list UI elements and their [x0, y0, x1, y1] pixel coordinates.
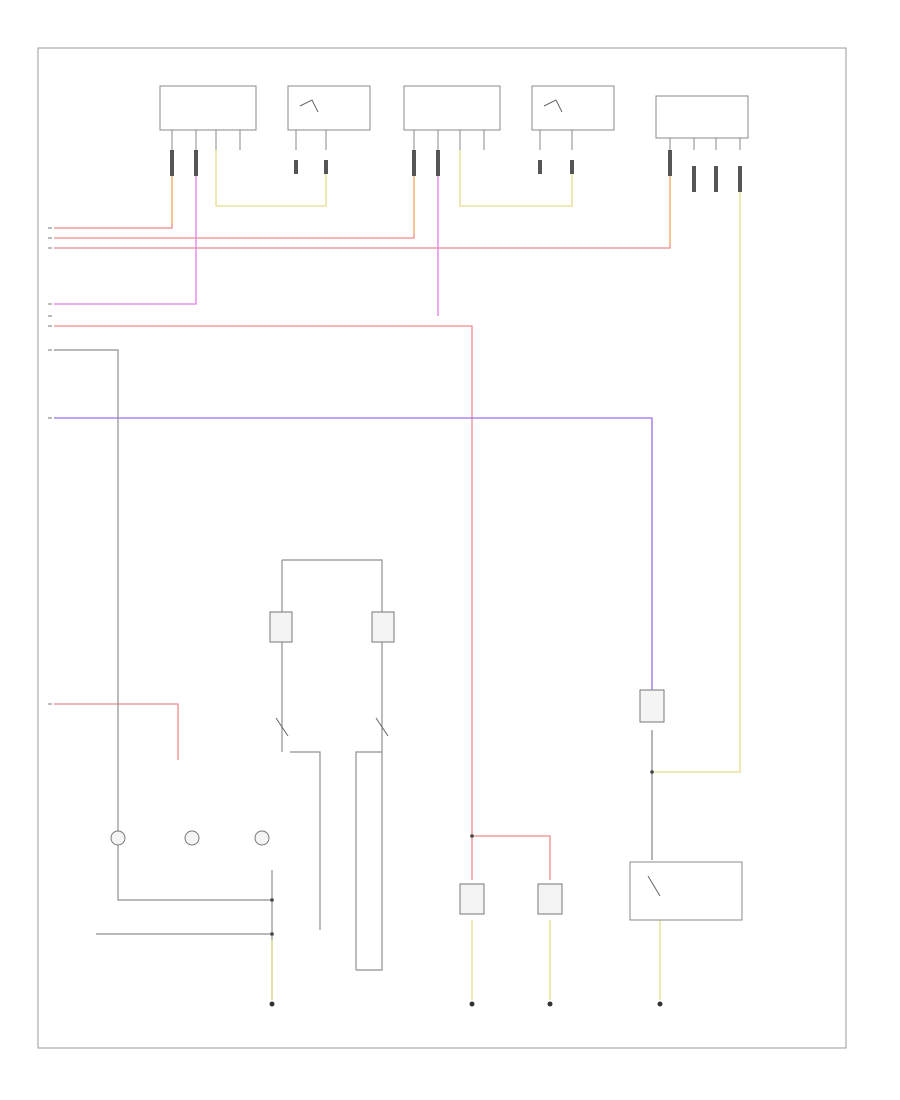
right-lamp-group: [459, 883, 563, 915]
wire-magenta: [54, 176, 439, 316]
right-door-switch: [531, 85, 615, 131]
rear-switch-module: [629, 861, 743, 921]
left-door-switch: [287, 85, 371, 131]
left-lamp-group: [110, 830, 270, 846]
wire-red-lamp: [54, 325, 551, 880]
right-upper-module: [655, 95, 749, 139]
ground-symbols: [269, 1001, 663, 1007]
top-pin-stubs: [171, 130, 741, 150]
center-lamp-group: [269, 611, 395, 737]
connector-blocks: [170, 150, 742, 192]
wire-gray: [54, 349, 383, 1000]
junction-dots: [270, 770, 654, 936]
ground-2: [469, 1001, 475, 1007]
right-front-door-module: [403, 85, 501, 131]
wire-purple: [54, 417, 653, 690]
wire-yellow-top: [215, 150, 741, 773]
license-lamp: [639, 689, 665, 723]
left-front-door-module: [159, 85, 257, 131]
ground-4: [657, 1001, 663, 1007]
diagram-frame: [37, 47, 847, 1049]
wire-ground-drops: [271, 730, 661, 1000]
ground-1: [269, 1001, 275, 1007]
wire-red-bus: [54, 176, 671, 249]
ground-3: [547, 1001, 553, 1007]
left-rail-ticks: [48, 227, 52, 705]
